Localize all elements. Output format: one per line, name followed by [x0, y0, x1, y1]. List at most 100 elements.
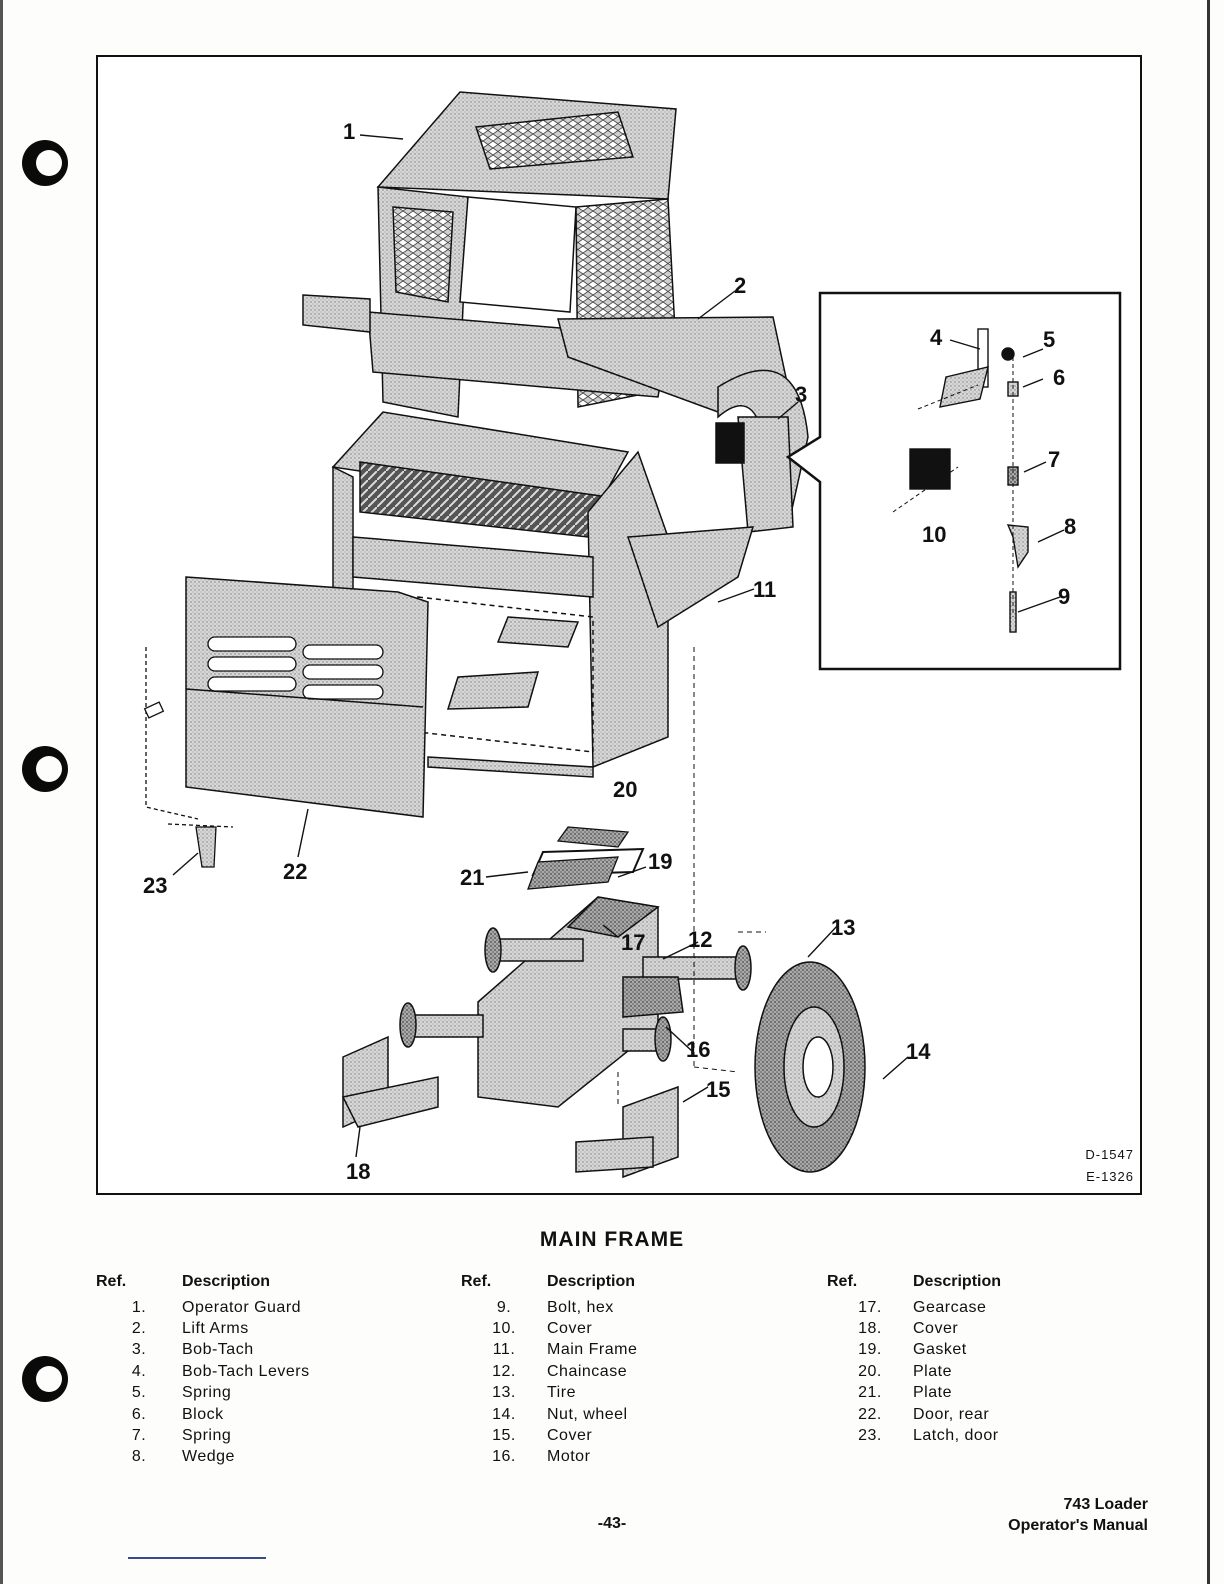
bob-tach-lever-detail-inset: [785, 291, 1122, 671]
list-item: 5. Spring: [96, 1383, 310, 1404]
callout-23: 23: [143, 873, 167, 898]
callout-17: 17: [621, 930, 645, 955]
callout-15: 15: [706, 1077, 730, 1102]
part-description: Door, rear: [913, 1405, 990, 1423]
ref-number: 8.: [131, 1448, 147, 1466]
list-item: 21. Plate: [827, 1383, 1001, 1404]
ref-number: 12.: [492, 1362, 516, 1380]
exploded-view-diagram: 1 2 3 4 5 6 7 8 9 10 11 12 13 14 15 16 1…: [96, 55, 1142, 1195]
part-description: Lift Arms: [182, 1320, 249, 1338]
callout-20: 20: [613, 777, 637, 802]
part-description: Block: [182, 1405, 224, 1423]
ref-header: Ref.: [461, 1273, 492, 1290]
parts-column-2: Ref. Description 9. Bolt, hex 10.Cover 11…: [461, 1273, 637, 1468]
description-header: Description: [182, 1273, 271, 1290]
ref-number: 17.: [858, 1298, 882, 1316]
ref-number: 13.: [492, 1384, 516, 1402]
part-description: Bob-Tach Levers: [182, 1362, 310, 1380]
list-item: 16. Motor: [461, 1447, 637, 1468]
callout-7: 7: [1048, 447, 1060, 472]
ref-number: 19.: [858, 1341, 882, 1359]
page-edge-left: [0, 0, 3, 1584]
ref-number: 9.: [496, 1298, 512, 1316]
exploded-view-drawing: 1 2 3 4 5 6 7 8 9 10 11 12 13 14 15 16 1…: [143, 91, 1122, 1184]
rear-door: [185, 576, 429, 818]
ref-number: 2.: [131, 1320, 147, 1338]
part-description: Nut, wheel: [547, 1405, 628, 1423]
ref-number: 22.: [858, 1405, 882, 1423]
ref-number: 20.: [858, 1362, 882, 1380]
ref-number: 21.: [858, 1384, 882, 1402]
part-description: Chaincase: [547, 1362, 628, 1380]
page-edge-right: [1207, 0, 1210, 1584]
part-description: Plate: [913, 1384, 952, 1402]
ref-number: 16.: [492, 1448, 516, 1466]
manual-footer: 743 Loader Operator's Manual: [1008, 1494, 1148, 1536]
callout-leaders: [172, 134, 1065, 1158]
description-header: Description: [913, 1273, 1002, 1290]
list-item: 4. Bob-Tach Levers: [96, 1361, 310, 1382]
part-description: Main Frame: [547, 1341, 638, 1359]
manual-name: Operator's Manual: [1008, 1517, 1148, 1534]
ref-number: 5.: [131, 1384, 147, 1402]
ref-number: 1.: [131, 1298, 147, 1316]
ref-number: 18.: [858, 1320, 882, 1338]
part-description: Gearcase: [913, 1298, 987, 1316]
part-description: Cover: [913, 1320, 959, 1338]
cover-left: [341, 1035, 439, 1129]
part-description: Tire: [547, 1384, 576, 1402]
ref-header: Ref.: [96, 1273, 127, 1290]
list-item: 20. Plate: [827, 1361, 1001, 1382]
list-item: 12. Chaincase: [461, 1361, 637, 1382]
list-item: 1.Operator Guard: [96, 1297, 310, 1318]
bob-tach: [715, 416, 794, 533]
part-description: Motor: [547, 1448, 591, 1466]
ref-number: 7.: [131, 1427, 147, 1445]
description-header: Description: [547, 1273, 636, 1290]
callout-14: 14: [906, 1039, 931, 1064]
callout-2: 2: [734, 273, 746, 298]
figure-code-1: D-1547: [1085, 1147, 1134, 1162]
callout-22: 22: [283, 859, 307, 884]
ref-number: 10.: [492, 1320, 516, 1338]
bottom-rule: [128, 1557, 266, 1559]
list-item: 22. Door, rear: [827, 1404, 1001, 1425]
callout-5: 5: [1043, 327, 1055, 352]
callout-numbers: 1 2 3 4 5 6 7 8 9 10 11 12 13 14 15 16 1…: [143, 119, 1076, 1184]
part-description: Plate: [913, 1362, 952, 1380]
figure-code-2: E-1326: [1086, 1169, 1134, 1184]
binder-hole-top: [22, 140, 68, 186]
column-header: Ref. Description: [96, 1273, 310, 1297]
list-item: 11. Main Frame: [461, 1340, 637, 1361]
ref-number: 23.: [858, 1427, 882, 1445]
part-description: Bolt, hex: [547, 1298, 614, 1316]
list-item: 17. Gearcase: [827, 1297, 1001, 1318]
callout-18: 18: [346, 1159, 370, 1184]
list-item: 3. Bob-Tach: [96, 1340, 310, 1361]
ref-number: 4.: [131, 1362, 147, 1380]
alignment-lines: [617, 647, 766, 1107]
tire: [754, 961, 866, 1173]
main-frame: [331, 411, 755, 778]
ref-number: 14.: [492, 1405, 516, 1423]
callout-13: 13: [831, 915, 855, 940]
ref-number: 3.: [131, 1341, 147, 1359]
callout-4: 4: [930, 325, 943, 350]
list-item: 23. Latch, door: [827, 1425, 1001, 1446]
ref-number: 6.: [131, 1405, 147, 1423]
list-item: 19.Gasket: [827, 1340, 1001, 1361]
ref-number: 11.: [492, 1341, 516, 1359]
callout-1: 1: [343, 119, 355, 144]
callout-10: 10: [922, 522, 946, 547]
part-description: Latch, door: [913, 1427, 999, 1445]
ref-header: Ref.: [827, 1273, 858, 1290]
callout-21: 21: [460, 865, 484, 890]
part-description: Spring: [182, 1384, 232, 1402]
list-item: 10.Cover: [461, 1318, 637, 1339]
list-item: 13. Tire: [461, 1383, 637, 1404]
part-description: Bob-Tach: [182, 1341, 254, 1359]
callout-9: 9: [1058, 584, 1070, 609]
plates-and-gasket: [527, 826, 645, 890]
callout-12: 12: [688, 927, 712, 952]
list-item: 7.Spring: [96, 1425, 310, 1446]
